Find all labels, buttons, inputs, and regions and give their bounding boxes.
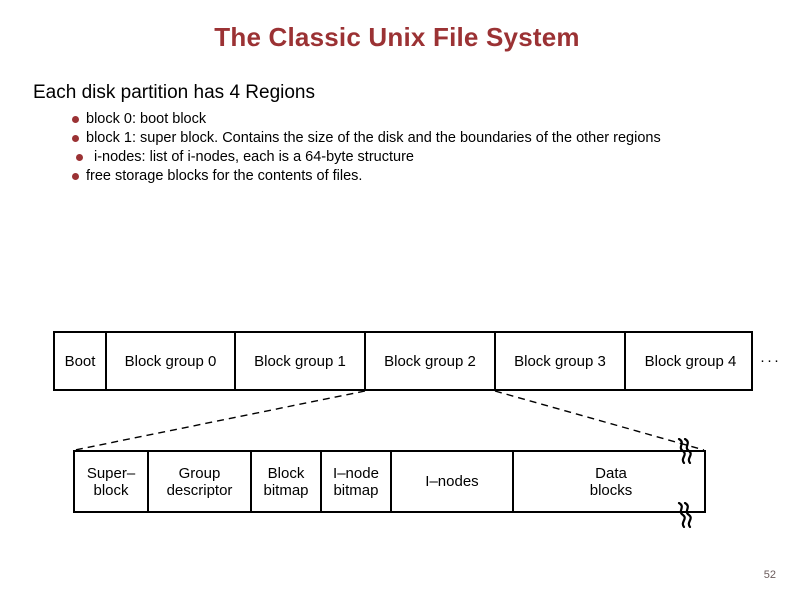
lead-statement: Each disk partition has 4 Regions	[33, 82, 315, 103]
bullet-item: block 0: boot block	[70, 110, 770, 129]
bullet-dot-icon	[72, 135, 79, 142]
bullet-dot-icon	[72, 173, 79, 180]
partition-strip-cell: Block group 4	[644, 352, 737, 370]
bullet-item-label: free storage blocks for the contents of …	[86, 168, 363, 184]
block-group-detail-cell: Block bitmap	[252, 452, 322, 511]
partition-strip-cell: Block group 3	[496, 333, 626, 389]
partition-strip-cell: Block group 1	[236, 333, 366, 389]
block-group-detail-cell: I–nodes	[392, 452, 514, 511]
strip-ellipsis-icon: ···	[760, 352, 781, 369]
connector-line-left	[74, 390, 366, 451]
block-group-detail-cell: Group descriptor	[149, 452, 252, 511]
detail-connector-lines	[74, 390, 705, 451]
bullet-item-label: block 1: super block. Contains the size …	[86, 130, 661, 146]
block-group-detail-cell: I–node bitmap	[322, 452, 392, 511]
partition-strip-cell: Block group 2	[366, 333, 496, 389]
bullet-item: i-nodes: list of i-nodes, each is a 64-b…	[70, 148, 770, 167]
block-group-detail-cell: Super– block	[75, 452, 149, 511]
region-bullet-list: block 0: boot block block 1: super block.…	[70, 110, 770, 186]
bullet-dot-icon	[72, 116, 79, 123]
partition-strip-cell: Block group 0	[107, 333, 236, 389]
bullet-item-label: i-nodes: list of i-nodes, each is a 64-b…	[94, 149, 414, 165]
bullet-item: block 1: super block. Contains the size …	[70, 129, 770, 148]
partition-strip-cell: Boot	[55, 333, 107, 389]
bullet-item-label: block 0: boot block	[86, 111, 207, 127]
connector-line-right	[494, 390, 705, 451]
bullet-dot-icon	[76, 154, 83, 161]
bullet-item: free storage blocks for the contents of …	[70, 167, 770, 186]
page-number: 52	[763, 569, 776, 581]
block-group-detail-cell: Data blocks	[589, 464, 633, 499]
page-title: The Classic Unix File System	[214, 22, 580, 52]
